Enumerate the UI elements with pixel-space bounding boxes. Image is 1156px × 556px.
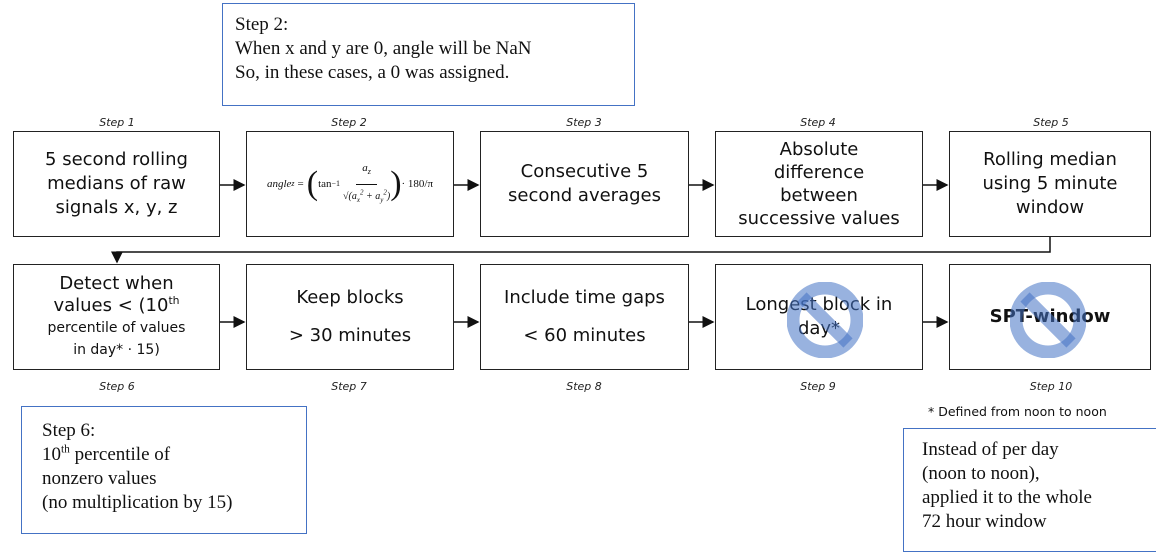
formula-lhs: angle — [266, 178, 292, 190]
note-line: So, in these cases, a 0 was assigned. — [235, 62, 510, 83]
step-label-1: Step 1 — [99, 116, 135, 129]
step-label-2: Step 2 — [331, 116, 367, 129]
formula-paren-left: ( — [306, 165, 319, 202]
note-line: When x and y are 0, angle will be NaN — [235, 38, 532, 59]
note-line: applied it to the whole — [922, 487, 1092, 508]
formula-fraction: az √(ax2 + ay2) — [343, 156, 390, 212]
step-label-10: Step 10 — [1029, 380, 1073, 393]
step4-box: Absolute difference between successive v… — [715, 131, 923, 237]
note-line: 10th percentile of — [42, 443, 171, 465]
arrow-step5-step6 — [111, 236, 1051, 264]
step1-box: 5 second rolling medians of raw signals … — [13, 131, 220, 237]
prohibited-sign-icon — [787, 282, 863, 358]
step8-box: Include time gaps < 60 minutes — [480, 264, 689, 370]
note-line: (noon to noon), — [922, 463, 1040, 484]
step-label-6: Step 6 — [99, 380, 135, 393]
step7-box: Keep blocks > 30 minutes — [246, 264, 454, 370]
step-label-8: Step 8 — [566, 380, 602, 393]
step-label-5: Step 5 — [1033, 116, 1069, 129]
step6-text: Detect when values < (10th percentile of… — [47, 273, 186, 358]
prohibited-sign-icon — [1010, 282, 1086, 358]
step3-text: Consecutive 5 second averages — [508, 161, 661, 206]
footnote: * Defined from noon to noon — [928, 404, 1107, 419]
step-label-7: Step 7 — [331, 380, 367, 393]
formula-eq: = — [297, 178, 304, 190]
step5-box: Rolling median using 5 minute window — [949, 131, 1151, 237]
formula-sub: z — [291, 179, 295, 188]
note-line: (no multiplication by 15) — [42, 492, 233, 513]
step8-text: Include time gaps < 60 minutes — [504, 287, 665, 346]
step7-text: Keep blocks > 30 minutes — [288, 287, 412, 346]
note-title: Step 2: — [235, 14, 289, 35]
step5-text: Rolling median using 5 minute window — [982, 149, 1118, 218]
formula-numerator: az — [356, 156, 377, 186]
step1-text: 5 second rolling medians of raw signals … — [45, 149, 188, 218]
step3-box: Consecutive 5 second averages — [480, 131, 689, 237]
step-label-9: Step 9 — [800, 380, 836, 393]
formula-tail: · 180/π — [401, 178, 434, 190]
window-note: Instead of per day (noon to noon), appli… — [903, 428, 1156, 552]
step2-note: Step 2: When x and y are 0, angle will b… — [222, 3, 635, 106]
formula-denominator: √(ax2 + ay2) — [343, 188, 391, 205]
step4-text: Absolute difference between successive v… — [738, 139, 900, 229]
step6-box: Detect when values < (10th percentile of… — [13, 264, 220, 370]
step-label-3: Step 3 — [566, 116, 602, 129]
formula-paren-right: ) — [390, 165, 402, 202]
note-line: nonzero values — [42, 468, 157, 489]
note-line: 72 hour window — [922, 511, 1047, 532]
note-title: Step 6: — [42, 420, 96, 441]
note-line: Instead of per day — [922, 439, 1059, 460]
formula-fn: tan — [318, 178, 332, 190]
step6-note: Step 6: 10th percentile of nonzero value… — [21, 406, 307, 534]
step-label-4: Step 4 — [800, 116, 836, 129]
